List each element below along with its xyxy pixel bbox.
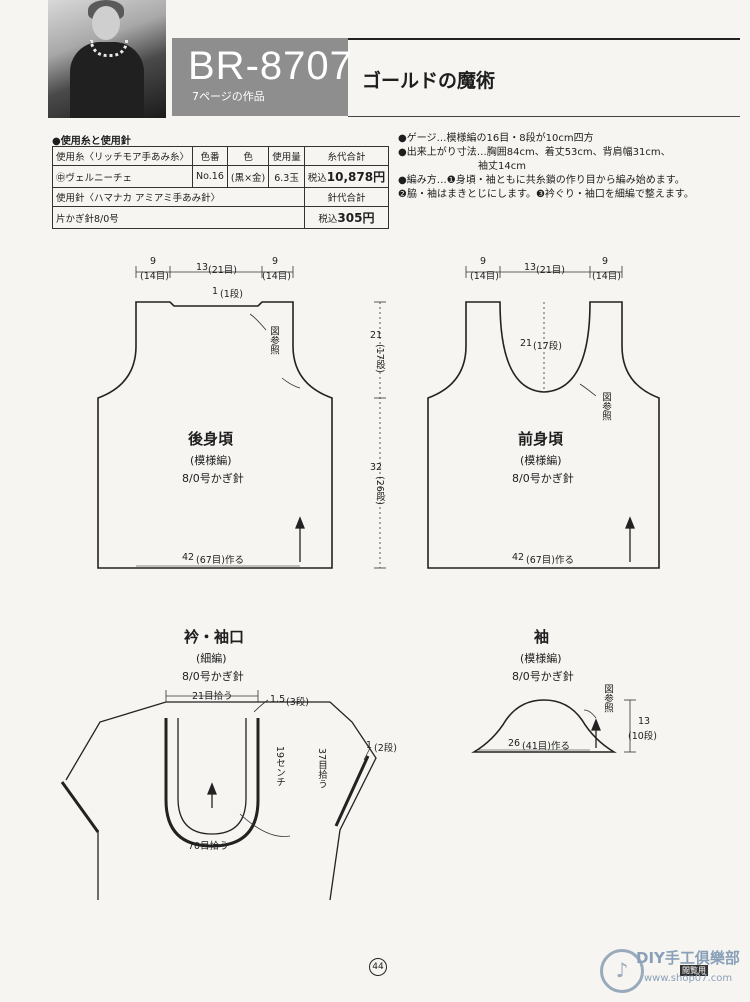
front-dim-right-sub: (14目) <box>592 271 622 282</box>
collar-band-sub: (3段) <box>286 697 309 708</box>
sleeve-stitch: (模様編) <box>520 652 562 665</box>
armhole-height-sub: (17段) <box>374 344 385 374</box>
front-body-outline <box>427 301 660 569</box>
front-dim-left: 9 <box>480 256 487 267</box>
front-dim-center-sub: (21目) <box>536 265 566 276</box>
back-hook: 8/0号かぎ針 <box>182 472 244 485</box>
armhole-height: 21 <box>370 330 383 341</box>
back-neck-dim: 1 <box>212 286 219 297</box>
yarn-color: (黒×金) <box>226 165 270 188</box>
front-bottom-dim: 42 <box>512 552 525 563</box>
code-banner <box>172 38 348 116</box>
music-note-icon: ♪ <box>600 949 644 993</box>
sleeve-ref-note: 図参照 <box>602 684 613 713</box>
yarn-cost: 10,878円 <box>326 170 386 184</box>
sleeve-outline <box>471 699 617 753</box>
sleeve-piece-name: 袖 <box>534 628 550 646</box>
collar-sleeve-left <box>60 781 100 833</box>
page-number: 44 <box>369 958 387 976</box>
front-neck-depth: 21 <box>520 338 533 349</box>
front-piece-name: 前身頃 <box>518 430 564 448</box>
back-bottom-dim: 42 <box>182 552 195 563</box>
back-dim-center: 13 <box>196 262 209 273</box>
back-dim-left-sub: (14目) <box>140 271 170 282</box>
back-dim-right-sub: (14目) <box>262 271 292 282</box>
collar-band: 1.5 <box>270 694 286 705</box>
collar-body-outline <box>65 701 377 901</box>
sleeve-pickup: 37目拾う <box>316 748 327 789</box>
collar-hook: 8/0号かぎ針 <box>182 670 244 683</box>
instruction-line: ●ゲージ…模様編の16目・8段が10cm四方 <box>398 133 594 144</box>
sleeve-bottom-dim: 26 <box>508 738 521 749</box>
collar-sleeve-right <box>334 755 370 827</box>
instructions: ●ゲージ…模様編の16目・8段が10cm四方 ●出来上がり寸法…胸囲84cm、着… <box>398 132 694 202</box>
collar-pickup-top: 21目拾う <box>192 691 233 702</box>
instruction-line: ●編み方…❶身頃・袖ともに共糸鎖の作り目から編み始めます。 <box>398 175 685 186</box>
yarn-cost-prefix: 税込 <box>307 173 327 184</box>
front-dim-left-sub: (14目) <box>470 271 500 282</box>
front-dim-center: 13 <box>524 262 537 273</box>
needle-cost-prefix: 税込 <box>318 214 338 225</box>
materials-table: 使用糸〈リッチモア手あみ糸〉 色番 色 使用量 糸代合計 ㊥ヴェルニーチェ No… <box>51 146 390 229</box>
table-row: ㊥ヴェルニーチェ No.16 (黒×金) 6.3玉 税込10,878円 <box>51 165 390 188</box>
sleeve-hook: 8/0号かぎ針 <box>512 670 574 683</box>
front-dim-right: 9 <box>602 256 609 267</box>
front-neck-depth-sub: (17段) <box>533 341 563 352</box>
watermark-brand: DIY手工俱樂部 <box>636 949 740 967</box>
back-dim-left: 9 <box>150 256 157 267</box>
collar-depth: 19センチ <box>274 746 285 787</box>
back-dim-center-sub: (21目) <box>208 265 238 276</box>
pattern-code: BR-8707 <box>188 44 353 88</box>
header-rule-bottom <box>348 116 740 117</box>
collar-piece-name: 衿・袖口 <box>184 628 245 646</box>
back-bottom-dim-sub: (67目)作る <box>196 555 245 566</box>
collar-stitch: (細編) <box>196 652 227 665</box>
header-rule-top <box>348 38 740 40</box>
sleeve-band: 1 <box>366 740 373 751</box>
watermark-tag: 閲覧用 <box>680 965 708 976</box>
watermark-site: www.shop07.com <box>644 973 733 984</box>
sleeve-bottom-dim-sub: (41目)作る <box>522 741 571 752</box>
sleeve-height-sub: (10段) <box>628 731 658 742</box>
page-reference: 7ページの作品 <box>192 90 265 103</box>
front-bottom-dim-sub: (67目)作る <box>526 555 575 566</box>
instruction-line: ❷脇・袖はまきとじにします。❸衿ぐり・袖口を細編で整えます。 <box>398 189 694 200</box>
front-hook: 8/0号かぎ針 <box>512 472 574 485</box>
back-dim-right: 9 <box>272 256 279 267</box>
front-ref-note: 図参照 <box>600 392 611 421</box>
back-stitch: (模様編) <box>190 454 232 467</box>
sleeve-height: 13 <box>638 716 651 727</box>
instruction-line: 袖丈14cm <box>398 161 526 172</box>
instruction-line: ●出来上がり寸法…胸囲84cm、着丈53cm、背肩幅31cm、 <box>398 147 671 158</box>
model-photo <box>48 0 166 118</box>
sleeve-band-sub: (2段) <box>374 743 397 754</box>
back-piece-name: 後身頃 <box>188 430 234 448</box>
table-row: 片かぎ針8/0号 税込305円 <box>52 206 390 229</box>
pattern-title: ゴールドの魔術 <box>362 70 496 92</box>
materials-heading: ●使用糸と使用針 <box>52 136 131 147</box>
back-ref-note: 図参照 <box>268 326 279 355</box>
needle-cost: 305円 <box>337 211 375 225</box>
back-body-outline <box>97 301 333 569</box>
front-stitch: (模様編) <box>520 454 562 467</box>
body-height: 32 <box>370 462 383 473</box>
watermark: ♪ DIY手工俱樂部 閲覧用 www.shop07.com <box>600 945 745 995</box>
back-neck-dim-sub: (1段) <box>220 289 243 300</box>
body-height-sub: (26段) <box>374 476 385 506</box>
needle-cost-cell: 税込305円 <box>303 206 390 229</box>
yarn-cost-cell: 税込10,878円 <box>303 165 390 188</box>
collar-neckline <box>164 718 260 848</box>
collar-pickup-bottom: 70目拾う <box>188 841 229 852</box>
